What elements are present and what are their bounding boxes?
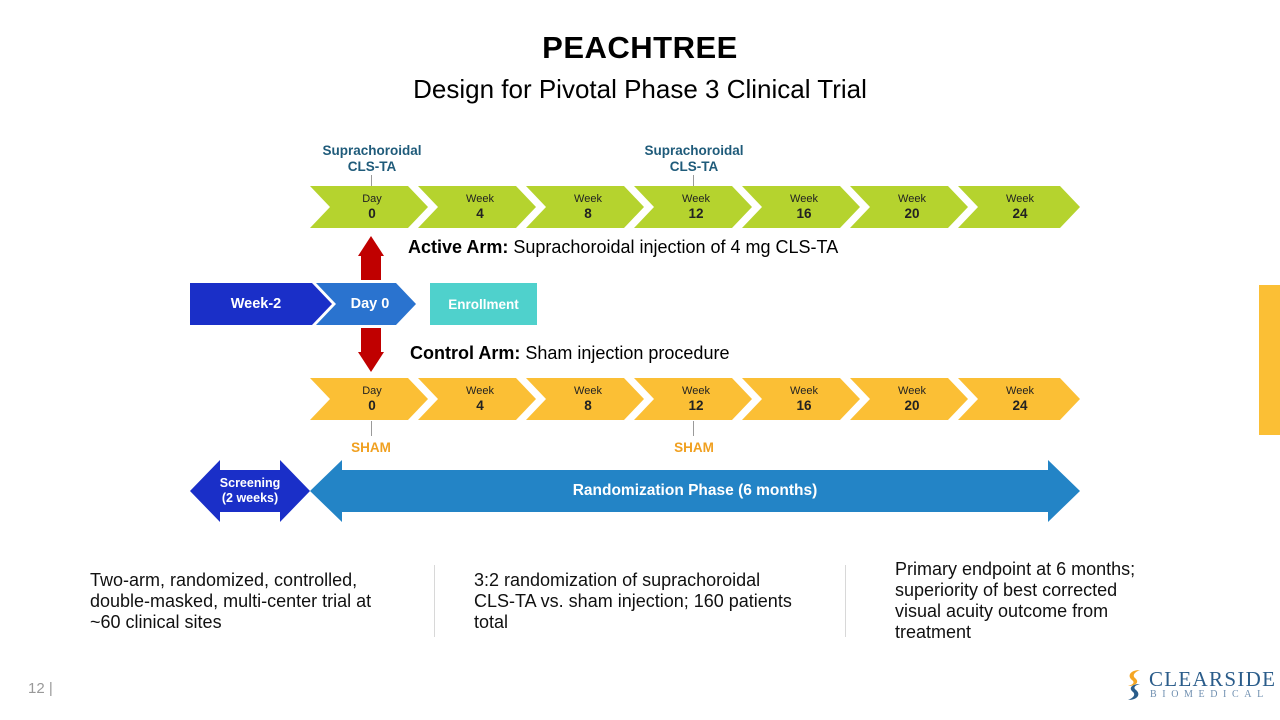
step-number: 8 (584, 398, 592, 413)
control-timeline-step: Week 20 (870, 378, 954, 420)
summary-line: 3:2 randomization of suprachoroidal (474, 570, 761, 590)
summary-line: ~60 clinical sites (90, 612, 222, 632)
step-label: Week (466, 193, 494, 205)
control-timeline-step: Week 16 (762, 378, 846, 420)
randomization-arrow: Randomization Phase (6 months) (572, 482, 818, 499)
callout-line1: Suprachoroidal (644, 143, 744, 158)
step-number: 0 (368, 398, 376, 413)
step-label: Week (790, 385, 818, 397)
step-number: 0 (368, 206, 376, 221)
screening-arrow: Screening (2 weeks) (190, 460, 310, 522)
step-label: Week (574, 193, 602, 205)
step-number: 20 (904, 398, 920, 413)
control-timeline-shapes (310, 378, 1080, 420)
summary-line: total (474, 612, 509, 632)
step-number: 24 (1012, 398, 1028, 413)
day0-shape (316, 283, 416, 325)
step-number: 8 (584, 206, 592, 221)
arrow-up-icon (358, 236, 384, 280)
active-timeline-shapes (310, 186, 1080, 228)
step-number: 20 (904, 206, 920, 221)
callout-tick (371, 175, 372, 186)
day0-step: Day 0 (350, 296, 390, 312)
step-label: Week (466, 385, 494, 397)
control-timeline-step: Day 0 (330, 378, 414, 420)
randomization-shape (310, 460, 1080, 522)
callout-line2: CLS-TA (669, 159, 719, 174)
clearside-logo: CLEARSIDE BIOMEDICAL (1124, 666, 1275, 704)
active-timeline-step: Day 0 (330, 186, 414, 228)
divider (845, 565, 846, 637)
active-arm-label: Active Arm: Suprachoroidal injection of … (408, 237, 838, 258)
callout-line1: Suprachoroidal (322, 143, 422, 158)
summary-endpoint: Primary endpoint at 6 months; superiorit… (895, 559, 1195, 643)
step-number: 4 (476, 398, 484, 413)
control-arm-title: Control Arm: (410, 343, 521, 363)
control-timeline-step: Week 8 (546, 378, 630, 420)
step-label: Day (362, 385, 382, 397)
active-timeline-step: Week 12 (654, 186, 738, 228)
step-label: Week (574, 385, 602, 397)
control-arm-description: Sham injection procedure (525, 343, 730, 363)
step-label: Day (362, 193, 382, 205)
control-timeline-step: Week 24 (978, 378, 1062, 420)
screening-line2: (2 weeks) (221, 491, 279, 505)
step-label: Week (682, 385, 710, 397)
active-arm-title: Active Arm: (408, 237, 509, 257)
side-accent-bar (1259, 285, 1280, 435)
sham-label-week12: SHAM (674, 440, 714, 455)
summary-line: Two-arm, randomized, controlled, (90, 570, 358, 590)
active-callout-day0: Suprachoroidal CLS-TA (307, 143, 437, 175)
summary-design: Two-arm, randomized, controlled, double-… (90, 570, 420, 633)
summary-line: superiority of best corrected (895, 580, 1118, 600)
screening-line1: Screening (219, 476, 281, 490)
summary-line: Primary endpoint at 6 months; (895, 559, 1136, 579)
step-number: 12 (688, 398, 704, 413)
summary-line: CLS-TA vs. sham injection; 160 patients (474, 591, 792, 611)
screening-shape (190, 460, 310, 522)
summary-line: double-masked, multi-center trial at (90, 591, 372, 611)
step-label: Week (1006, 385, 1034, 397)
active-timeline-step: Week 4 (438, 186, 522, 228)
logo-name: CLEARSIDE (1149, 667, 1277, 691)
page-number: 12 | (28, 680, 53, 697)
control-timeline-step: Week 12 (654, 378, 738, 420)
summary-line: visual acuity outcome from (895, 601, 1109, 621)
sham-tick (693, 421, 694, 436)
step-number: 12 (688, 206, 704, 221)
active-arm-description: Suprachoroidal injection of 4 mg CLS-TA (513, 237, 839, 257)
control-arm-label: Control Arm: Sham injection procedure (410, 343, 729, 364)
week-minus2-shape (190, 283, 332, 325)
active-timeline-step: Week 8 (546, 186, 630, 228)
summary-line: treatment (895, 622, 972, 642)
arrow-down-icon (358, 328, 384, 372)
callout-line2: CLS-TA (347, 159, 397, 174)
sham-label-day0: SHAM (351, 440, 391, 455)
step-number: 16 (796, 398, 812, 413)
page-subtitle: Design for Pivotal Phase 3 Clinical Tria… (413, 74, 867, 104)
page-title: PEACHTREE (542, 30, 738, 65)
step-label: Week (898, 385, 926, 397)
active-callout-week12: Suprachoroidal CLS-TA (629, 143, 759, 175)
divider (434, 565, 435, 637)
active-timeline-step: Week 24 (978, 186, 1062, 228)
control-timeline-step: Week 4 (438, 378, 522, 420)
active-timeline-step: Week 20 (870, 186, 954, 228)
sham-tick (371, 421, 372, 436)
enrollment-box: Enrollment (430, 283, 537, 325)
step-label: Week (898, 193, 926, 205)
step-number: 24 (1012, 206, 1028, 221)
step-number: 16 (796, 206, 812, 221)
callout-tick (693, 175, 694, 186)
step-label: Week (682, 193, 710, 205)
step-label: Week (790, 193, 818, 205)
summary-randomization: 3:2 randomization of suprachoroidal CLS-… (474, 570, 824, 633)
step-label: Week (1006, 193, 1034, 205)
week-minus2-step: Week-2 (230, 296, 282, 312)
step-number: 4 (476, 206, 484, 221)
logo-mark-icon (1128, 670, 1140, 700)
logo-subname: BIOMEDICAL (1150, 689, 1269, 700)
active-timeline-step: Week 16 (762, 186, 846, 228)
